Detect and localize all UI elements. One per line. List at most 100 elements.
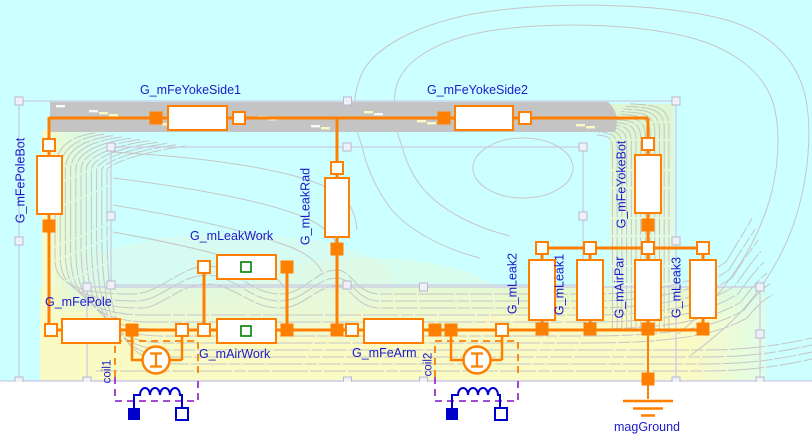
annotation-handle [106,280,116,290]
yoke-band-dash [427,122,436,125]
coil1-pin-n[interactable] [175,407,189,421]
right-column-line [607,124,632,331]
right-column-line [626,105,665,331]
port-hollow[interactable] [42,138,56,152]
flux-band-line [96,358,812,372]
component-G_mLeak1[interactable] [576,259,604,321]
port-filled[interactable] [444,323,458,337]
mid-curve [112,177,340,253]
annotation-handle [106,211,116,221]
port-filled[interactable] [641,372,655,386]
coil2-inductor-icon [451,387,501,409]
port-hollow[interactable] [696,241,710,255]
annotation-handle [82,282,92,292]
port-filled[interactable] [696,322,710,336]
port-filled[interactable] [641,218,655,232]
port-filled[interactable] [330,242,344,256]
coil1-dash-bottom [114,377,199,402]
yoke-band-dash [162,123,171,126]
port-filled[interactable] [437,111,451,125]
component-G_mFePoleBot[interactable] [36,155,63,215]
mid-loop [472,137,574,199]
coil2-dash-bottom [434,377,519,402]
port-filled[interactable] [641,322,655,336]
port-hollow[interactable] [535,241,549,255]
port-hollow[interactable] [345,323,359,337]
yoke-band-dash [417,120,426,123]
ports-hollow [42,111,710,337]
annotation-handle [755,282,765,292]
mid-curve [112,151,358,231]
yoke-band-dash [586,126,595,129]
component-G_mLeakRad[interactable] [324,177,350,238]
port-hollow[interactable] [583,241,597,255]
annotation-handle [14,236,24,246]
flux-band-line [75,137,765,323]
label-G_mLeakRad: G_mLeakRad [298,167,313,246]
port-hollow[interactable] [197,323,211,337]
coil1-pin-p[interactable] [128,408,140,420]
label-magGround: magGround [614,420,681,434]
outer-loop-tail [361,145,481,259]
coil2-mmf-leads [449,336,504,362]
mid-tint2 [240,258,500,342]
yoke-band-dash [374,113,383,116]
coil2-pin-p[interactable] [446,408,458,420]
label-G_mLeak1: G_mLeak1 [552,253,567,316]
label-G_mLeak3: G_mLeak3 [669,256,684,319]
yoke-band-dash [109,114,118,117]
component-G_mAirPar[interactable] [634,259,662,321]
port-hollow[interactable] [641,241,655,255]
port-filled[interactable] [583,322,597,336]
label-G_mFePole: G_mFePole [45,295,112,309]
port-hollow[interactable] [44,323,58,337]
mid-tint [65,234,395,330]
annotation-handle [106,142,116,152]
port-hollow[interactable] [330,161,344,175]
right-column-line [620,111,656,331]
port-filled[interactable] [42,219,56,233]
component-G_mFeYokeSide1[interactable] [167,105,228,131]
coil2-converter[interactable] [434,336,519,421]
port-filled[interactable] [535,322,549,336]
port-filled[interactable] [280,323,294,337]
component-G_mFeYokeBot[interactable] [634,154,662,214]
port-hollow[interactable] [175,323,189,337]
right-column-line [601,129,623,331]
port-hollow[interactable] [232,111,246,125]
label-G_mFeYokeSide1: G_mFeYokeSide1 [140,83,241,97]
label-G_mAirPar: G_mAirPar [612,256,627,319]
port-hollow[interactable] [518,111,532,125]
magnetic-ground-icon[interactable] [623,399,673,417]
right-column-line [604,126,628,331]
component-G_mLeak2[interactable] [528,259,556,321]
right-column-line [596,134,613,331]
coil2-mmf-I-icon [471,352,483,368]
label-G_mLeak2: G_mLeak2 [505,252,520,315]
port-hollow[interactable] [197,260,211,274]
port-filled[interactable] [149,111,163,125]
annotation-handle [671,96,681,106]
inner-loop [393,24,779,335]
port-filled[interactable] [330,323,344,337]
port-hollow[interactable] [641,137,655,151]
flux-band-line [85,140,771,337]
yoke-band-dash [364,111,373,114]
port-filled[interactable] [280,260,294,274]
label-G_mFeArm: G_mFeArm [352,346,417,360]
coil1-converter[interactable] [114,336,199,421]
component-G_mLeak3[interactable] [689,259,717,319]
annotation-handle [578,211,588,221]
port-filled[interactable] [125,323,139,337]
component-G_mFeYokeSide2[interactable] [454,105,514,131]
port-hollow[interactable] [495,323,509,337]
flux-band-line [106,145,812,365]
component-G_mFeArm[interactable] [363,318,424,344]
coil2-dash-top [434,340,519,377]
annotation-handle [671,236,681,246]
component-G_mFePole[interactable] [61,318,121,344]
coil2-pin-n[interactable] [494,407,508,421]
port-filled[interactable] [428,323,442,337]
